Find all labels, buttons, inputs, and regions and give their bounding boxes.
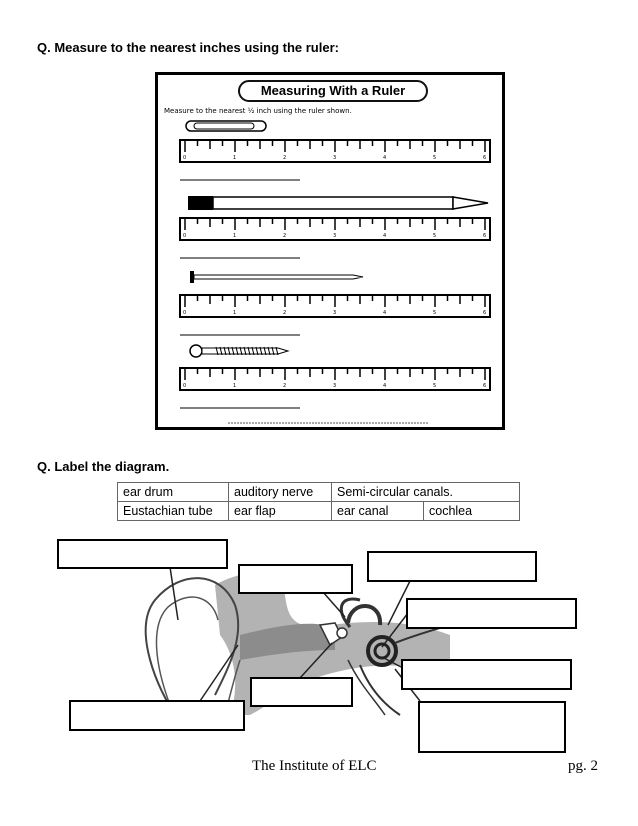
pencil-body: [212, 196, 454, 210]
screw-head: [189, 344, 203, 358]
ruler-worksheet-image: Measuring With a Ruler Measure to the ne…: [155, 72, 505, 430]
table-row: ear drum auditory nerve Semi-circular ca…: [117, 482, 520, 502]
ruler-tick-label: 4: [383, 383, 386, 389]
footer-institution: The Institute of ELC: [252, 758, 377, 774]
word-cell: ear drum: [117, 482, 229, 502]
ruler-tick-label: 3: [333, 233, 336, 239]
ruler-tick-label: 0: [183, 233, 186, 239]
word-cell: auditory nerve: [228, 482, 332, 502]
ruler-tick-label: 1: [233, 155, 236, 161]
ruler-tick-label: 4: [383, 155, 386, 161]
ruler-tick-label: 2: [283, 155, 286, 161]
ruler-tick-label: 1: [233, 383, 236, 389]
label-box-4[interactable]: [406, 598, 577, 629]
ruler-tick-label: 6: [483, 155, 486, 161]
screw-thread: [223, 346, 227, 356]
label-box-7[interactable]: [69, 700, 245, 731]
ruler-tick-label: 5: [433, 310, 436, 316]
word-cell: ear flap: [228, 501, 332, 521]
table-row: Eustachian tube ear flap ear canal cochl…: [117, 501, 520, 521]
page-number: pg. 2: [568, 758, 598, 774]
ruler-tick-label: 6: [483, 383, 486, 389]
word-bank-table: ear drum auditory nerve Semi-circular ca…: [117, 482, 520, 521]
ruler-tick-label: 5: [433, 233, 436, 239]
label-box-5[interactable]: [401, 659, 572, 690]
screw-thread: [275, 346, 279, 356]
ruler-tick-label: 3: [333, 310, 336, 316]
ruler-tick-label: 6: [483, 233, 486, 239]
screw-thread: [247, 346, 251, 356]
ruler-tick-label: 1: [233, 310, 236, 316]
ruler-tick-label: 3: [333, 155, 336, 161]
screw-thread: [243, 346, 247, 356]
ruler-tick-label: 4: [383, 233, 386, 239]
screw-thread: [263, 346, 267, 356]
pencil-tip: [452, 196, 489, 210]
ruler-tick-label: 2: [283, 383, 286, 389]
ruler-tick-label: 2: [283, 233, 286, 239]
ruler-tick-label: 5: [433, 383, 436, 389]
screw-thread: [239, 346, 243, 356]
label-box-6[interactable]: [250, 677, 353, 707]
worksheet-title: Measuring With a Ruler: [238, 80, 428, 102]
ruler-tick-label: 1: [233, 233, 236, 239]
screw-thread: [267, 346, 271, 356]
screw-thread: [227, 346, 231, 356]
nail-head: [190, 271, 194, 283]
nail-shaft: [193, 274, 364, 280]
screw-thread: [251, 346, 255, 356]
screw-thread: [255, 346, 259, 356]
rulers-drawing: 0 1 2 3 4 5 6 0 1 2 3 4 5 6 0 1 2 3 4 5 6 0 1 2 3 4 5 6: [179, 120, 491, 424]
word-cell: Semi-circular canals.: [331, 482, 520, 502]
word-cell: Eustachian tube: [117, 501, 229, 521]
label-box-3[interactable]: [367, 551, 537, 582]
ruler-tick-label: 0: [183, 310, 186, 316]
label-box-2[interactable]: [238, 564, 353, 594]
word-cell: cochlea: [423, 501, 520, 521]
screw-thread: [231, 346, 235, 356]
ruler-tick-label: 6: [483, 310, 486, 316]
label-box-8[interactable]: [418, 701, 566, 753]
label-box-1[interactable]: [57, 539, 228, 569]
question-label-diagram: Q. Label the diagram.: [37, 459, 170, 474]
pencil-eraser: [188, 196, 213, 210]
paper-clip-inner: [193, 122, 255, 130]
ruler-tick-label: 2: [283, 310, 286, 316]
word-cell: ear canal: [331, 501, 424, 521]
screw-thread: [271, 346, 275, 356]
screw-thread: [219, 346, 223, 356]
ruler-tick-label: 4: [383, 310, 386, 316]
question-measure: Q. Measure to the nearest inches using t…: [37, 40, 339, 55]
ruler-tick-label: 0: [183, 155, 186, 161]
worksheet-instructions: Measure to the nearest ½ inch using the …: [164, 107, 352, 115]
ruler-tick-label: 3: [333, 383, 336, 389]
ruler-tick-label: 0: [183, 383, 186, 389]
screw-thread: [215, 346, 219, 356]
screw-thread: [259, 346, 263, 356]
screw-thread: [235, 346, 239, 356]
paper-clip: [185, 120, 267, 132]
ruler-tick-label: 5: [433, 155, 436, 161]
